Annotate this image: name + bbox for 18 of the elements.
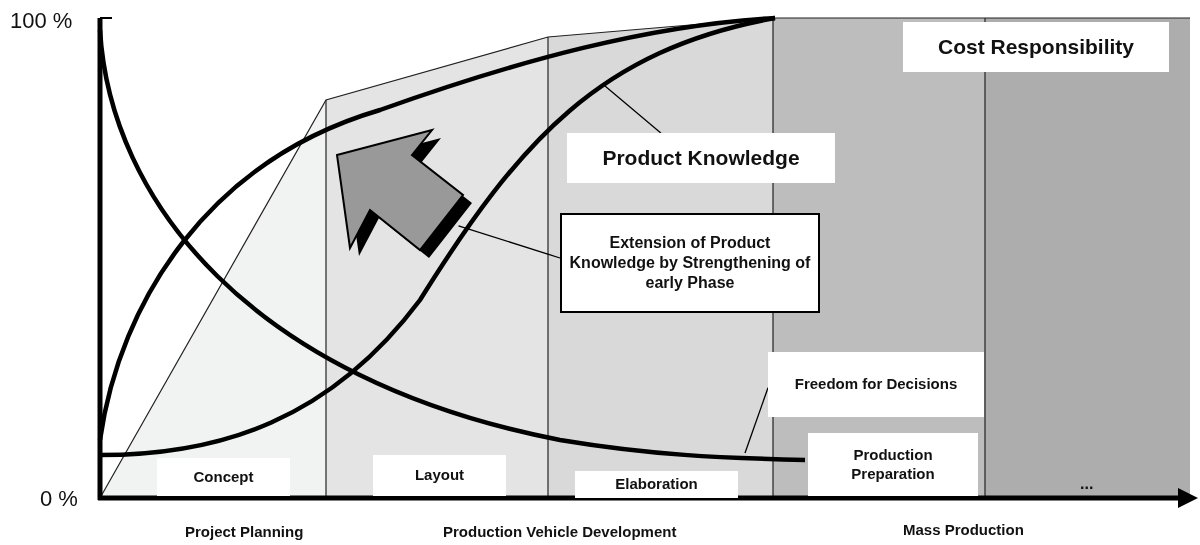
phase-label: Elaboration xyxy=(575,471,738,498)
leader-line xyxy=(744,387,769,454)
big-arrow-icon xyxy=(335,128,472,258)
phase-group-label: Production Vehicle Development xyxy=(443,523,677,540)
phase-label: Concept xyxy=(157,458,290,496)
curve-label: Product Knowledge xyxy=(567,133,835,183)
chart-label: Cost Responsibility xyxy=(903,22,1169,72)
leader-line xyxy=(604,85,662,134)
callout-box: Extension of Product Knowledge by Strengthening of early Phase xyxy=(560,213,820,313)
phase-label: Layout xyxy=(373,455,506,496)
phase-group-label: Project Planning xyxy=(185,523,304,540)
ellipsis-label: ... xyxy=(1080,475,1094,493)
leader-line xyxy=(457,225,561,259)
curve-label: Freedom for Decisions xyxy=(768,352,984,417)
phase-group-label: Mass Production xyxy=(903,521,1024,538)
phase-label: Production Preparation xyxy=(808,433,978,496)
axis-tick-label: 0 % xyxy=(40,486,78,512)
axis-tick-label: 100 % xyxy=(10,8,73,34)
